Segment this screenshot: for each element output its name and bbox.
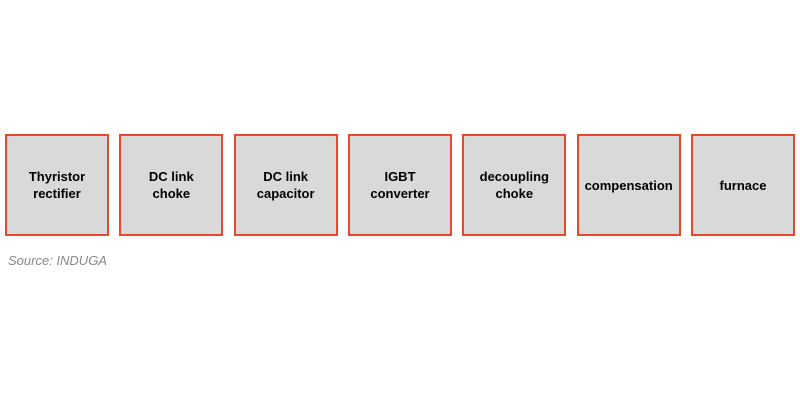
block-label: compensation (584, 177, 673, 193)
source-note: Source: INDUGA (8, 253, 107, 268)
block-label: furnace (719, 177, 767, 193)
block-furnace: furnace (690, 134, 795, 236)
block-compensation: compensation (576, 134, 681, 236)
